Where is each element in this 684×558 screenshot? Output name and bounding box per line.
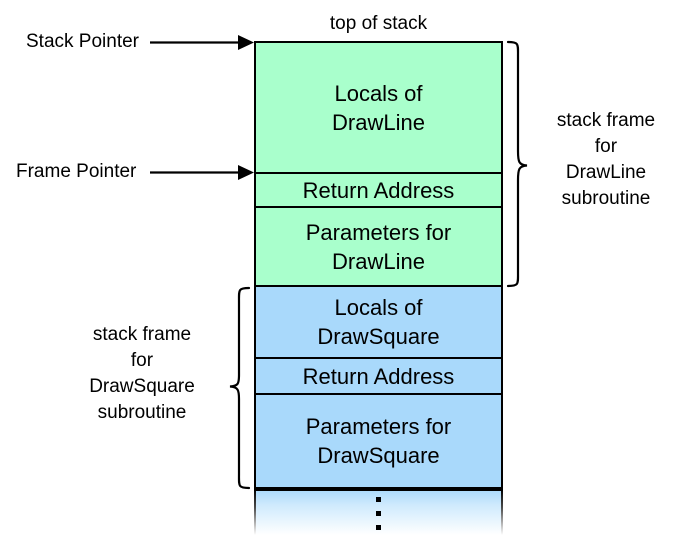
fade-edge-right <box>501 489 503 535</box>
stack-cell-parameters-drawline[interactable]: Parameters for DrawLine <box>254 206 503 285</box>
stack-cell-return-address-drawline[interactable]: Return Address <box>254 172 503 206</box>
drawsquare-frame-brace <box>229 286 251 490</box>
stack-column: Locals of DrawLine Return Address Parame… <box>254 41 503 535</box>
stack-cell-parameters-drawsquare[interactable]: Parameters for DrawSquare <box>254 393 503 487</box>
vertical-ellipsis-icon <box>376 496 381 530</box>
stack-cell-continuation <box>254 487 503 535</box>
stack-cell-label: Parameters for DrawLine <box>305 219 452 274</box>
drawsquare-frame-label: stack frame for DrawSquare subroutine <box>89 324 195 423</box>
stack-cell-label: Locals of DrawSquare <box>317 295 440 349</box>
frame-pointer-arrow <box>150 165 254 180</box>
stack-cell-return-address-drawsquare[interactable]: Return Address <box>254 357 503 393</box>
stack-cell-locals-drawline[interactable]: Locals of DrawLine <box>254 41 503 172</box>
frame-pointer-label: Frame Pointer <box>16 161 137 182</box>
stack-pointer-label: Stack Pointer <box>26 31 139 52</box>
top-of-stack-label: top of stack <box>329 13 428 34</box>
stack-cell-label: Parameters for DrawSquare <box>305 414 452 468</box>
stack-cell-label: Return Address <box>302 363 455 389</box>
drawline-frame-brace <box>506 40 528 288</box>
stack-cell-label: Locals of DrawLine <box>332 80 425 135</box>
stack-pointer-arrow <box>150 35 254 50</box>
stack-cell-label: Return Address <box>302 177 455 203</box>
fade-top-border <box>254 489 503 491</box>
fade-edge-left <box>254 489 256 535</box>
drawline-frame-label: stack frame for DrawLine subroutine <box>556 110 656 209</box>
stack-cell-locals-drawsquare[interactable]: Locals of DrawSquare <box>254 285 503 357</box>
